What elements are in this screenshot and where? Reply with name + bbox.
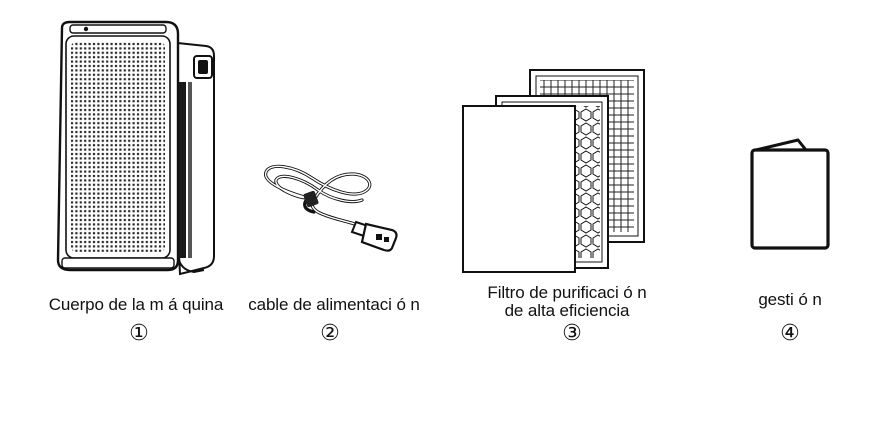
power-cable-image bbox=[256, 152, 401, 252]
manual-label: gesti ó n bbox=[758, 290, 822, 309]
air-purifier-image bbox=[48, 20, 220, 278]
item-number-1: ① bbox=[129, 320, 149, 345]
manual-booklet-image bbox=[748, 136, 832, 254]
filter-set-image bbox=[460, 66, 652, 276]
item-number-3: ③ bbox=[562, 320, 582, 345]
filter-label-line-1: Filtro de purificaci ó n bbox=[487, 283, 647, 302]
item-number-2: ② bbox=[320, 320, 340, 345]
filter-label-line-2: de alta eficiencia bbox=[504, 301, 630, 320]
machine-body-label: Cuerpo de la m á quina bbox=[48, 295, 224, 314]
item-number-4: ④ bbox=[780, 320, 800, 345]
power-cable-label: cable de alimentaci ó n bbox=[248, 295, 420, 314]
